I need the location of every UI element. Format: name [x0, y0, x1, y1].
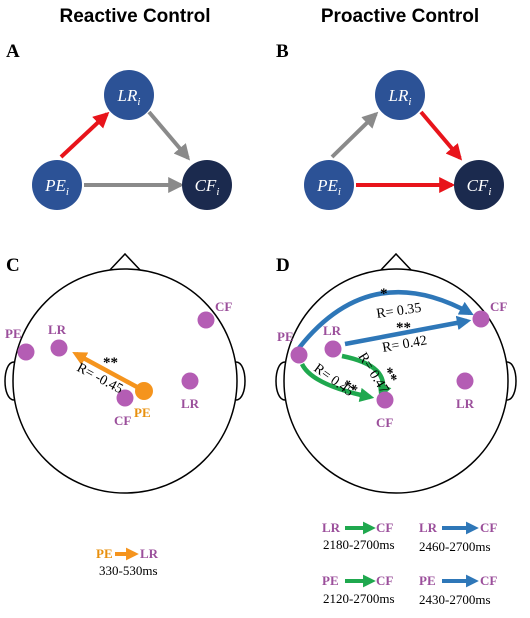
panel-label-d: D	[276, 255, 290, 276]
legend-d2-time: 2460-2700ms	[419, 539, 491, 554]
legend-d1-to: CF	[376, 520, 393, 535]
electrode-lr-bottom-c	[181, 372, 199, 390]
title-proactive-control: Proactive Control	[321, 6, 479, 27]
panel-b-diagram: LRi PEi CFi	[304, 70, 504, 210]
node-cf-b	[454, 160, 504, 210]
arrow-c-significance: **	[103, 355, 118, 371]
head-nose-c	[107, 252, 143, 273]
arrow-lr-to-cf-a	[147, 110, 191, 161]
electrode-cf-bottom-d	[376, 391, 394, 409]
panel-a-diagram: LRi PEi CFi	[32, 70, 232, 210]
legend-d3-time: 2120-2700ms	[323, 591, 395, 606]
legend-d3-from: PE	[322, 573, 339, 588]
arrow-d2-significance: **	[396, 320, 411, 336]
legend-c-to: LR	[140, 546, 159, 561]
arrow-pe-to-lr-a	[59, 111, 110, 159]
head-left-ear-d	[275, 361, 286, 401]
electrode-cf-bottom-c-label: CF	[114, 413, 131, 428]
arrow-pe-to-lr-b	[330, 111, 379, 159]
electrode-lr-right-d	[456, 372, 474, 390]
legend-d1-from: LR	[322, 520, 341, 535]
node-cf-b-label: CFi	[467, 176, 492, 198]
electrode-cf-top-d-label: CF	[490, 299, 507, 314]
legend-d4-to: CF	[480, 573, 497, 588]
panel-d-head: PE LR CF CF LR * R= 0.35 ** R= 0.42 ** R…	[275, 252, 517, 494]
electrode-lr-bottom-c-label: LR	[181, 396, 200, 411]
node-lr-a	[104, 70, 154, 120]
panel-label-b: B	[276, 41, 289, 62]
arrow-pe-to-cf-green-d	[299, 362, 375, 403]
electrode-pe-d	[290, 346, 308, 364]
electrode-cf-bottom-c	[116, 389, 134, 407]
node-lr-b	[375, 70, 425, 120]
panel-label-a: A	[6, 41, 20, 62]
node-lr-a-label: LRi	[117, 86, 141, 108]
arrow-d1-correlation: R= 0.35	[375, 301, 422, 322]
arrow-lr-to-cf-green-d	[341, 353, 392, 400]
node-pe-a	[32, 160, 82, 210]
node-cf-a	[182, 160, 232, 210]
electrode-cf-top-d	[472, 310, 490, 328]
node-cf-a-label: CFi	[195, 176, 220, 198]
arrow-pe-to-lr-c	[72, 351, 139, 389]
electrode-lr-top-c-label: LR	[48, 322, 67, 337]
title-reactive-control: Reactive Control	[60, 6, 211, 27]
node-pe-b-label: PEi	[316, 176, 341, 198]
legend-c-time: 330-530ms	[99, 563, 158, 578]
electrode-pe-orange-c	[135, 382, 153, 400]
node-pe-b	[304, 160, 354, 210]
electrode-pe-orange-c-label: PE	[134, 405, 151, 420]
legend-d4-from: PE	[419, 573, 436, 588]
legend-d1-time: 2180-2700ms	[323, 537, 395, 552]
legend-d: LR CF 2180-2700ms LR CF 2460-2700ms PE C…	[322, 520, 497, 607]
head-left-ear-c	[4, 361, 15, 401]
panel-c-head: PE LR CF LR CF PE ** R= -0.45	[4, 252, 246, 494]
legend-d3-to: CF	[376, 573, 393, 588]
electrode-pe-c-label: PE	[5, 326, 22, 341]
arrow-d1-significance: *	[380, 286, 388, 302]
head-right-ear-d	[506, 361, 517, 401]
electrode-pe-d-label: PE	[277, 329, 294, 344]
arrow-d3-significance: **	[379, 365, 400, 386]
legend-c-from: PE	[96, 546, 113, 561]
electrode-lr-d-label: LR	[323, 323, 342, 338]
arrow-lr-to-cf-b	[419, 110, 463, 161]
node-lr-b-label: LRi	[388, 86, 412, 108]
arrow-lr-to-cf-blue-d	[344, 315, 472, 347]
arrow-pe-to-cf-blue-d	[297, 289, 474, 350]
electrode-lr-right-d-label: LR	[456, 396, 475, 411]
electrode-cf-bottom-d-label: CF	[376, 415, 393, 430]
electrode-lr-top-c	[50, 339, 68, 357]
electrode-pe-c	[17, 343, 35, 361]
node-pe-a-label: PEi	[44, 176, 69, 198]
legend-d2-to: CF	[480, 520, 497, 535]
head-nose-d	[378, 252, 414, 273]
legend-d2-from: LR	[419, 520, 438, 535]
legend-c: PE LR 330-530ms	[96, 546, 159, 578]
electrode-lr-d	[324, 340, 342, 358]
head-right-ear-c	[235, 361, 246, 401]
panel-label-c: C	[6, 255, 20, 276]
electrode-cf-top-c-label: CF	[215, 299, 232, 314]
legend-d4-time: 2430-2700ms	[419, 592, 491, 607]
electrode-cf-top-c	[197, 311, 215, 329]
